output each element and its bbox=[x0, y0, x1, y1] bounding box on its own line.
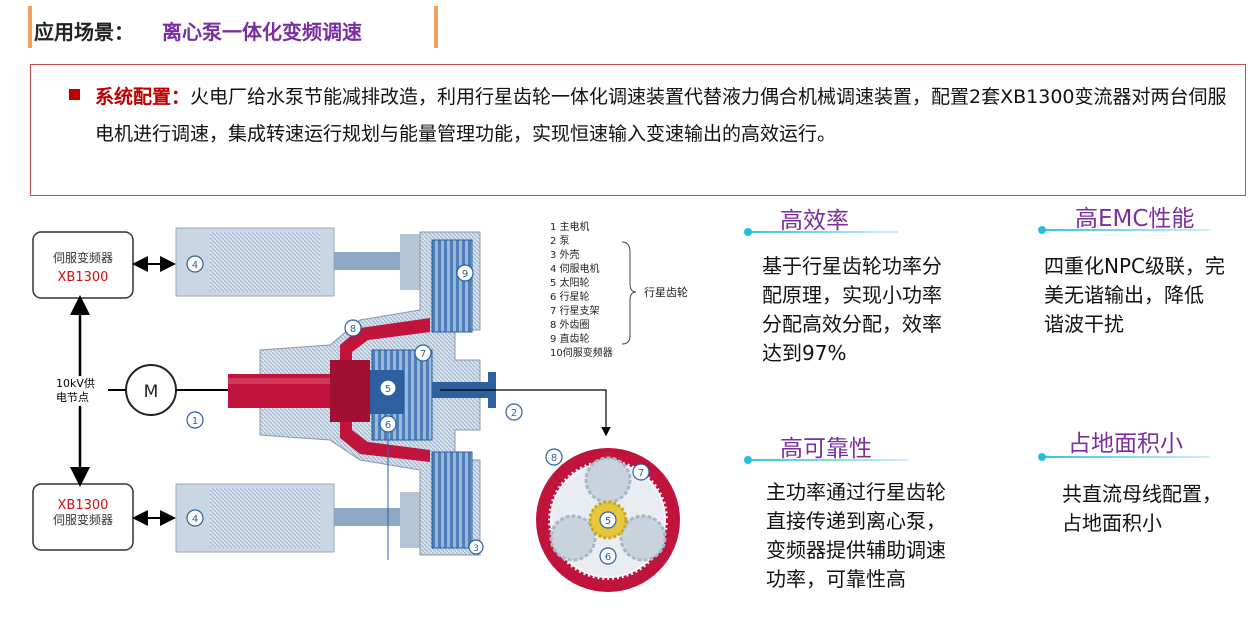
feature-desc-line: 变频器提供辅助调速 bbox=[766, 538, 946, 562]
config-box: 系统配置：火电厂给水泵节能减排改造，利用行星齿轮一体化调速装置代替液力偶合机械调… bbox=[30, 64, 1246, 196]
supply-label-2: 电节点 bbox=[56, 391, 89, 404]
marker-8-section bbox=[545, 448, 563, 466]
legend-group-label: 行星齿轮 bbox=[644, 285, 688, 299]
marker-9-label: 9 bbox=[462, 269, 468, 280]
legend-item: 10伺服变频器 bbox=[550, 346, 613, 359]
legend-item: 4 伺服电机 bbox=[550, 262, 600, 275]
feature-title-emc: 高EMC性能 bbox=[1075, 206, 1195, 232]
feature-desc-line: 直接传递到离心泵， bbox=[766, 509, 946, 533]
supply-label-1: 10kV供 bbox=[56, 376, 95, 390]
legend-item: 2 泵 bbox=[550, 235, 570, 247]
feature-desc-line: 主功率通过行星齿轮 bbox=[766, 480, 946, 504]
inverter-bottom-model: XB1300 bbox=[58, 498, 109, 513]
marker-4-top-label: 4 bbox=[192, 260, 198, 271]
legend-item: 6 行星轮 bbox=[550, 290, 590, 303]
feature-desc-line: 达到97% bbox=[762, 341, 847, 365]
marker-6-section bbox=[599, 547, 617, 565]
inverter-top-box bbox=[32, 231, 134, 299]
header-bar bbox=[28, 6, 438, 48]
parts-legend: 1 主电机 2 泵 3 外壳 4 伺服电机 5 太阳轮 6 行星轮 7 行星支架… bbox=[550, 220, 613, 359]
feature-desc-line: 基于行星齿轮功率分 bbox=[762, 254, 942, 278]
feature-desc-efficiency: 基于行星齿轮功率分 配原理，实现小功率 分配高效分配，效率 达到97% bbox=[762, 252, 942, 368]
marker-3-label: 3 bbox=[473, 544, 479, 554]
inverter-bottom-name: 伺服变频器 bbox=[53, 512, 113, 527]
callout-arrow bbox=[440, 389, 611, 437]
marker-1 bbox=[186, 411, 204, 429]
feature-title-reliability: 高可靠性 bbox=[780, 436, 872, 462]
feature-desc-line: 分配高效分配，效率 bbox=[762, 312, 942, 336]
marker-4-bottom bbox=[186, 509, 204, 527]
feature-desc-emc: 四重化NPC级联，完 美无谐输出，降低 谐波干扰 bbox=[1044, 252, 1225, 339]
config-text-block: 系统配置：火电厂给水泵节能减排改造，利用行星齿轮一体化调速装置代替液力偶合机械调… bbox=[95, 79, 1235, 153]
feature-desc-line: 功率，可靠性高 bbox=[766, 567, 906, 591]
feature-divider bbox=[1042, 229, 1210, 231]
marker-4-bottom-label: 4 bbox=[192, 514, 198, 525]
feature-desc-line: 谐波干扰 bbox=[1044, 312, 1124, 336]
legend-item: 9 直齿轮 bbox=[550, 332, 590, 345]
marker-2-label: 2 bbox=[511, 408, 517, 419]
inverter-top-name: 伺服变频器 bbox=[53, 250, 113, 265]
spur-gear-top bbox=[431, 239, 473, 333]
marker-6-section-label: 6 bbox=[605, 552, 611, 563]
legend-item: 5 太阳轮 bbox=[550, 276, 590, 289]
feature-desc-line: 配原理，实现小功率 bbox=[762, 283, 942, 307]
servo-motor-bottom bbox=[175, 483, 434, 553]
marker-7-label: 7 bbox=[420, 349, 426, 360]
marker-8-section-label: 8 bbox=[551, 453, 557, 464]
inverter-top-model: XB1300 bbox=[58, 270, 109, 285]
servo-motor-top bbox=[175, 227, 434, 297]
marker-5-section bbox=[599, 511, 617, 529]
feature-dot-icon bbox=[1038, 453, 1046, 461]
feature-dot-icon bbox=[744, 228, 752, 236]
marker-5-label: 5 bbox=[385, 384, 391, 395]
feature-desc-footprint: 共直流母线配置， 占地面积小 bbox=[1062, 480, 1222, 538]
legend-item: 3 外壳 bbox=[550, 248, 580, 261]
feature-dot-icon bbox=[1038, 226, 1046, 234]
legend-item: 1 主电机 bbox=[550, 220, 590, 233]
header-title: 离心泵一体化变频调速 bbox=[162, 20, 362, 44]
motor-label: M bbox=[144, 382, 159, 402]
marker-9 bbox=[456, 264, 474, 282]
legend-item: 8 外齿圈 bbox=[550, 319, 590, 331]
marker-8-label: 8 bbox=[350, 324, 356, 335]
marker-7-section-label: 7 bbox=[638, 468, 644, 479]
config-description: 火电厂给水泵节能减排改造，利用行星齿轮一体化调速装置代替液力偶合机械调速装置，配… bbox=[95, 86, 1227, 145]
feature-dot-icon bbox=[744, 456, 752, 464]
planetary-gear-diagram: 伺服变频器 XB1300 XB1300 伺服变频器 10kV供 电节点 M 4 … bbox=[32, 220, 688, 592]
marker-7-section bbox=[632, 463, 650, 481]
legend-brace bbox=[621, 241, 637, 345]
feature-desc-line: 美无谐输出，降低 bbox=[1044, 283, 1204, 307]
marker-5-section-label: 5 bbox=[605, 516, 611, 527]
marker-2 bbox=[505, 403, 523, 421]
marker-5 bbox=[379, 379, 397, 397]
marker-8 bbox=[344, 319, 362, 337]
marker-4-top bbox=[186, 255, 204, 273]
feature-title-efficiency: 高效率 bbox=[780, 208, 849, 234]
marker-6-label: 6 bbox=[385, 420, 391, 431]
feature-desc-line: 占地面积小 bbox=[1062, 511, 1162, 535]
spur-gear-bottom bbox=[431, 451, 473, 549]
legend-item: 7 行星支架 bbox=[550, 304, 600, 317]
feature-divider bbox=[1042, 456, 1210, 458]
feature-desc-line: 共直流母线配置， bbox=[1062, 482, 1222, 506]
feature-divider bbox=[748, 459, 908, 461]
marker-3 bbox=[468, 539, 484, 555]
header-label: 应用场景： bbox=[34, 20, 134, 44]
feature-desc-line: 四重化NPC级联，完 bbox=[1044, 254, 1225, 278]
config-label: 系统配置： bbox=[95, 86, 191, 108]
feature-title-footprint: 占地面积小 bbox=[1068, 431, 1183, 457]
ring-gear-outline bbox=[340, 318, 430, 462]
feature-desc-reliability: 主功率通过行星齿轮 直接传递到离心泵， 变频器提供辅助调速 功率，可靠性高 bbox=[766, 478, 946, 594]
marker-1-label: 1 bbox=[192, 416, 198, 427]
bullet-square-icon bbox=[69, 89, 80, 100]
feature-divider bbox=[748, 231, 898, 233]
marker-7 bbox=[414, 344, 432, 362]
